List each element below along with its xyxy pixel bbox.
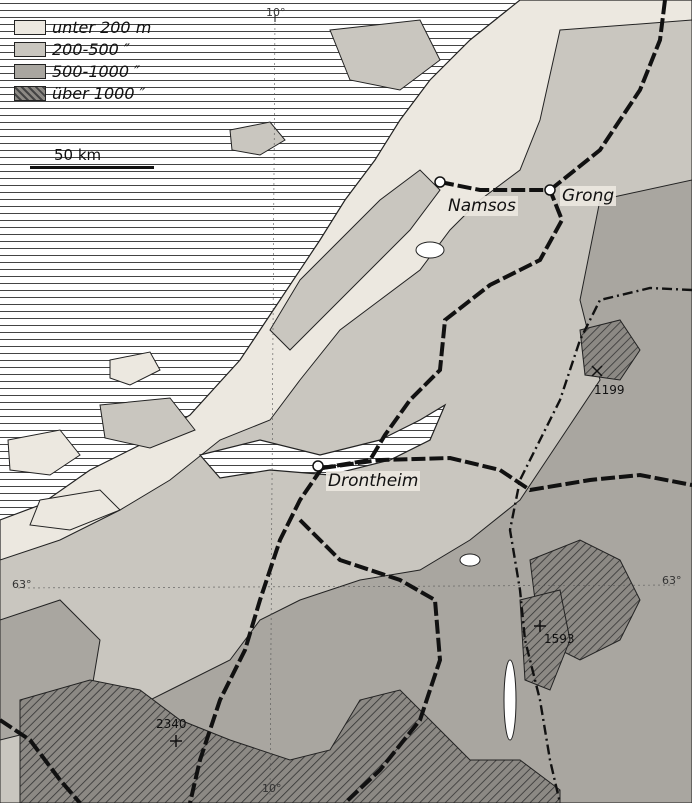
elevation-label-1199: 1199 [594, 383, 625, 397]
railway-south [188, 466, 324, 803]
drontheim-marker [312, 460, 324, 472]
legend-item-uplands: 500-1000 ″ [14, 60, 151, 82]
legend-item-hills: 200-500 ″ [14, 38, 151, 60]
railway-north [321, 180, 565, 470]
lake [503, 659, 517, 741]
grong-marker [544, 184, 556, 196]
island-4 [329, 19, 441, 91]
legend-item-mountains: über 1000 ″ [14, 82, 151, 104]
peak-1199-marker [591, 365, 603, 377]
mountains-south [19, 679, 561, 803]
railway-east [321, 455, 692, 493]
island-6 [29, 489, 121, 531]
scale-bar: 50 km [30, 146, 154, 169]
lake [415, 241, 445, 259]
legend-label: unter 200 m [52, 17, 152, 37]
national-border [508, 286, 692, 803]
legend-swatch-lowland [14, 19, 46, 35]
map-legend: unter 200 m 200-500 ″ 500-1000 ″ über 10… [14, 16, 151, 104]
island-2 [99, 397, 196, 449]
latitude-label-right: 63° [662, 574, 682, 587]
latitude-label-left: 63° [12, 578, 32, 591]
city-label-namsos: Namsos [446, 196, 518, 216]
longitude-label-bottom: 10° [262, 782, 282, 795]
scale-line [30, 166, 154, 169]
scale-label: 50 km [54, 146, 102, 164]
island-3 [109, 351, 161, 386]
city-label-drontheim: Drontheim [326, 471, 421, 491]
legend-swatch-mountains [14, 85, 46, 101]
lake [459, 553, 481, 567]
legend-label: über 1000 ″ [52, 83, 146, 103]
city-label-grong: Grong [560, 186, 617, 206]
namsos-marker [434, 176, 446, 188]
elevation-label-1593: 1593 [544, 632, 575, 646]
land-hills-coast [269, 169, 441, 351]
mountains-1593 [519, 589, 571, 691]
legend-label: 500-1000 ″ [52, 61, 141, 81]
island-1 [7, 429, 81, 476]
peak-1593-marker [534, 620, 546, 632]
railway-southwest [0, 718, 82, 803]
mountains-1199 [579, 319, 641, 381]
legend-item-lowland: unter 200 m [14, 16, 151, 38]
railway-namsos-grong [548, 0, 667, 192]
longitude-label-top: 10° [266, 6, 286, 19]
railway-southeast [298, 518, 443, 803]
legend-swatch-hills [14, 41, 46, 57]
legend-swatch-uplands [14, 63, 46, 79]
legend-label: 200-500 ″ [52, 39, 130, 59]
elevation-label-2340: 2340 [156, 717, 187, 731]
peak-2340-marker [170, 735, 182, 747]
island-5 [229, 121, 286, 156]
